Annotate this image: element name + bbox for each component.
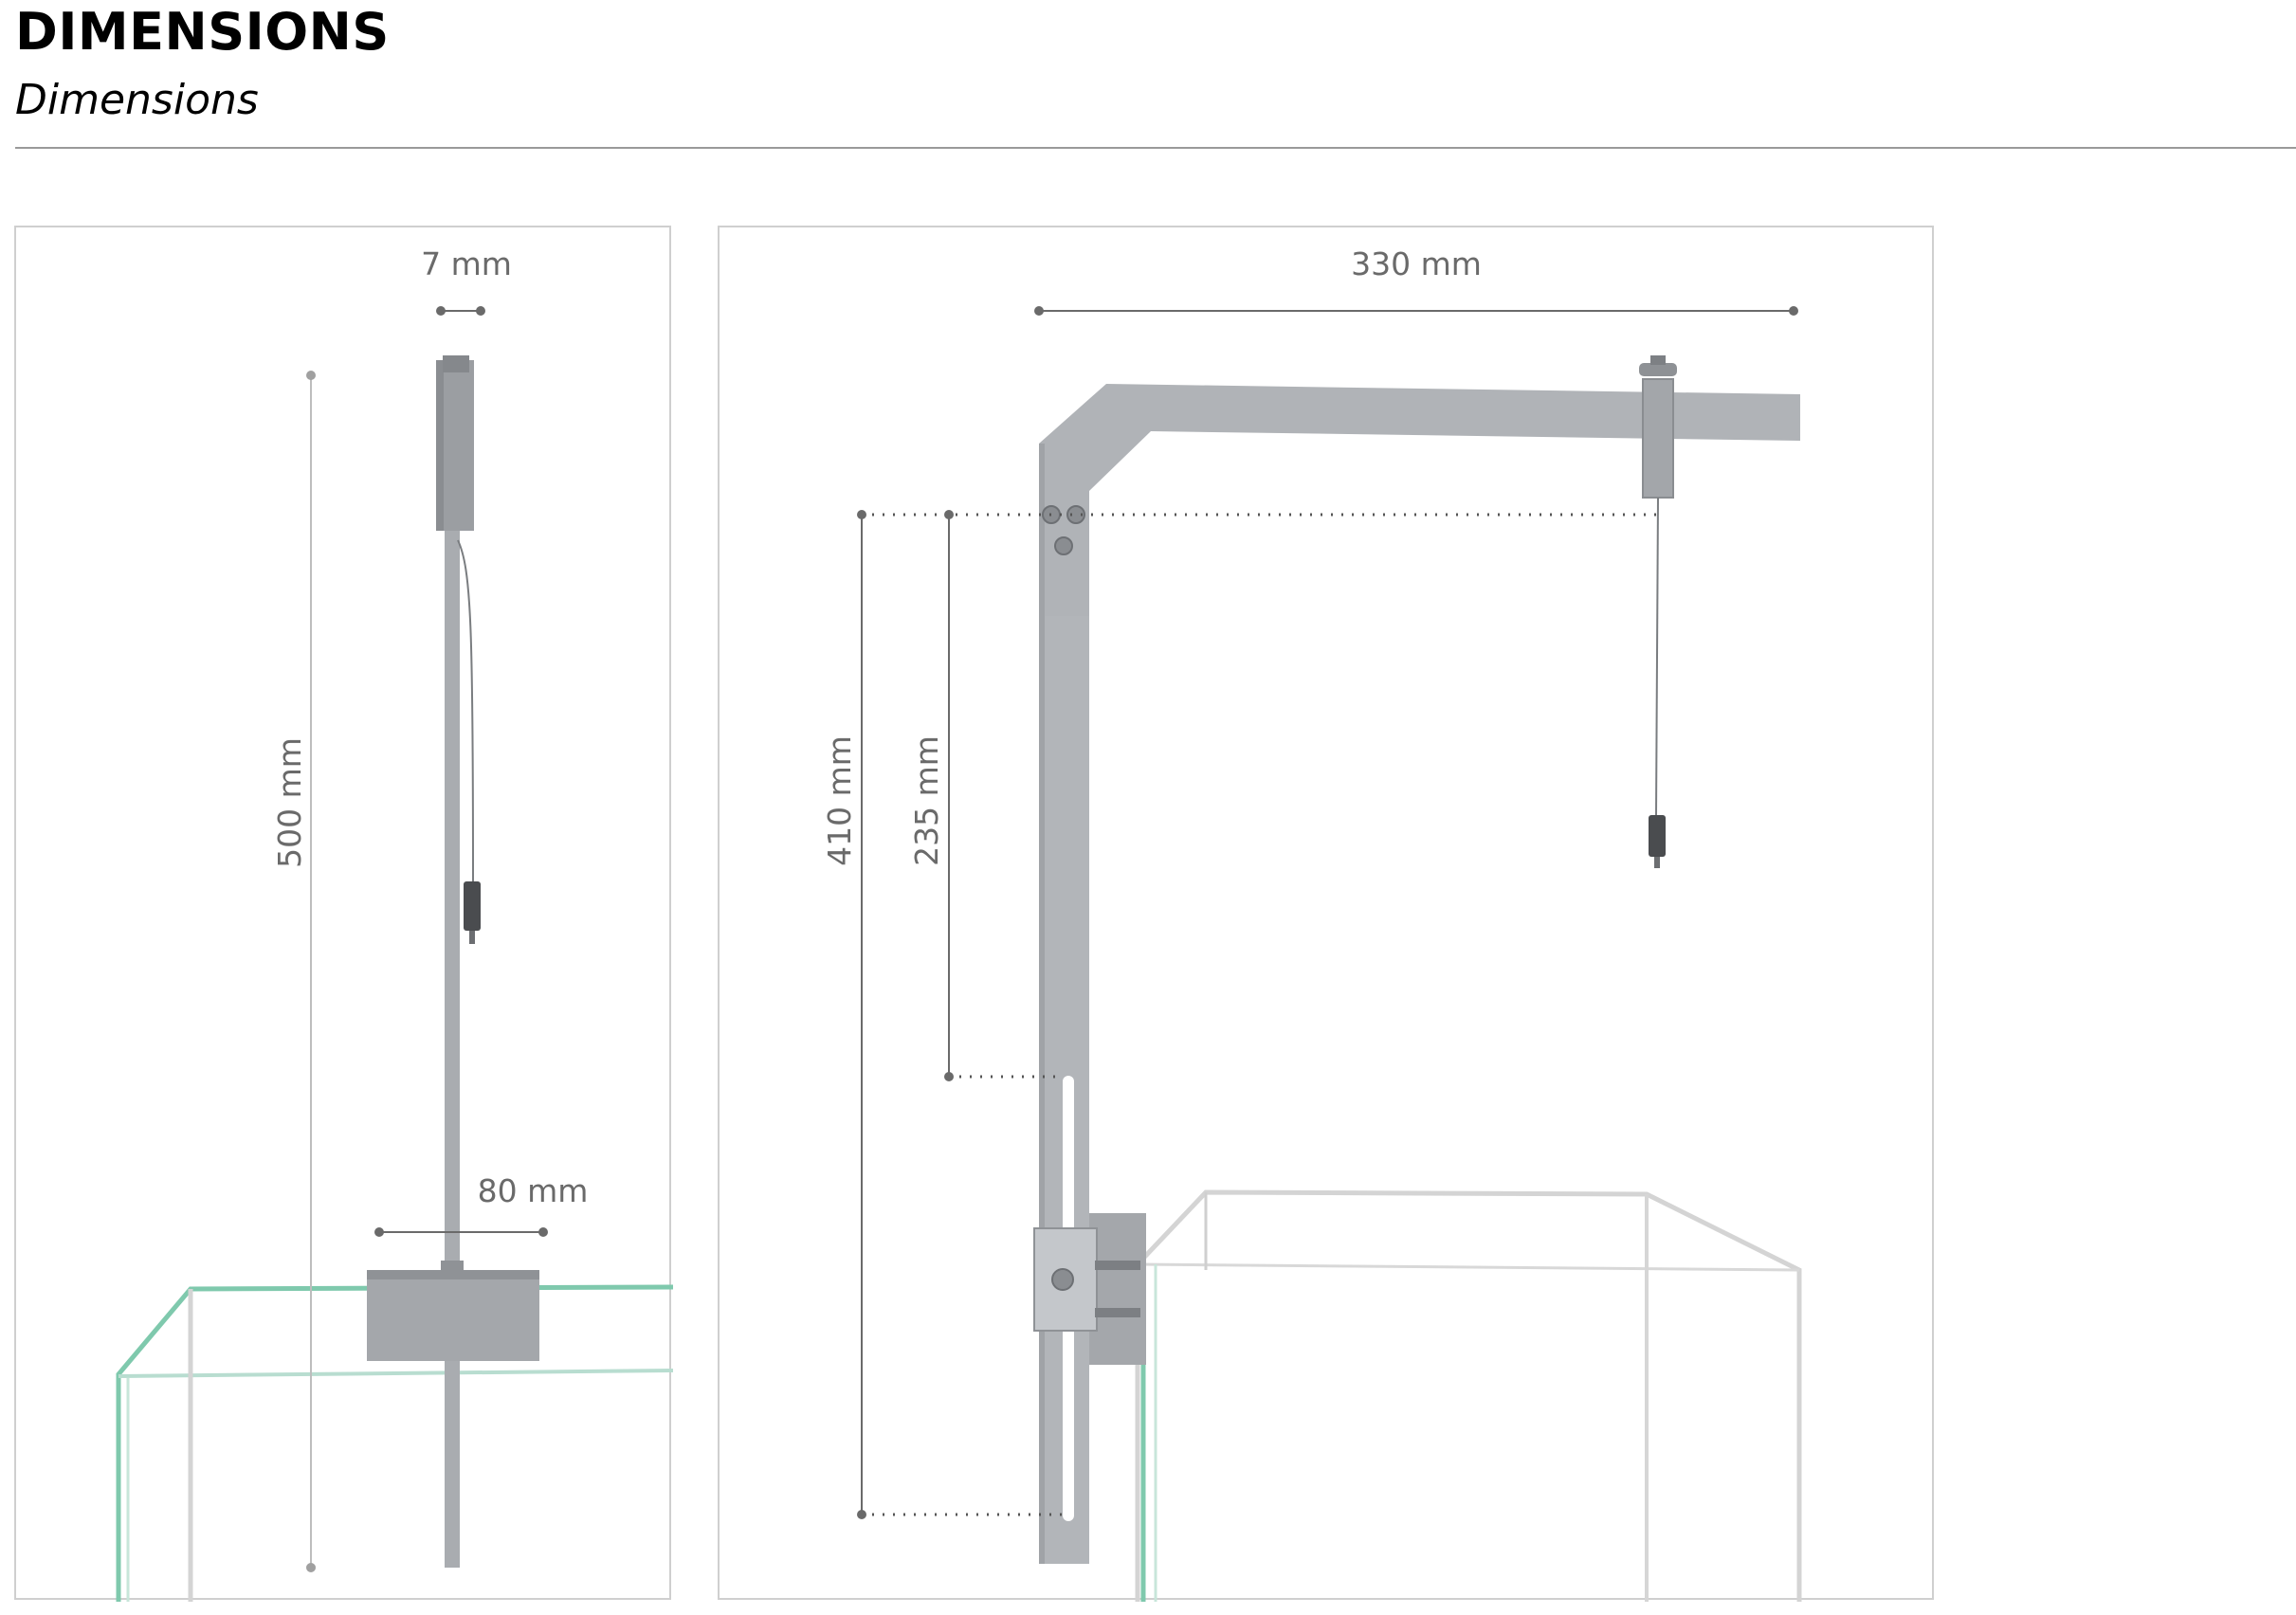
screw (1066, 505, 1085, 524)
dim-235mm-label: 235 mm (908, 735, 945, 866)
clamp-block (367, 1261, 539, 1361)
l-arm (1039, 384, 1800, 1564)
vertical-bar (445, 531, 460, 1568)
dim-330mm-label: 330 mm (1351, 245, 1482, 282)
cable (1655, 497, 1659, 816)
cable-weight (1649, 815, 1666, 868)
dim-330mm: 330 mm (1034, 245, 1798, 316)
front-view-drawing: 330 mm 410 mm 235 mm (821, 245, 1802, 1602)
side-view-drawing: 7 mm 500 mm 80 mm (116, 245, 673, 1602)
dim-500mm-label: 500 mm (271, 737, 308, 868)
page-title: DIMENSIONS (15, 2, 390, 62)
dim-500mm: 500 mm (271, 371, 316, 1572)
dim-7mm-label: 7 mm (421, 245, 512, 282)
aquarium-glass (1135, 1189, 1802, 1602)
dim-410mm: 410 mm (821, 510, 866, 1519)
dim-80mm: 80 mm (374, 1172, 588, 1237)
screw (1054, 536, 1073, 555)
reference-lines (862, 513, 1658, 1516)
dim-410mm-label: 410 mm (821, 735, 858, 866)
dim-235mm: 235 mm (908, 510, 954, 1081)
front-view-panel: 330 mm 410 mm 235 mm (718, 226, 1934, 1602)
page-subtitle: Dimensions (15, 76, 259, 124)
header-divider (15, 147, 2296, 149)
cable-weight (464, 881, 481, 944)
tank-clamp (1033, 1213, 1146, 1365)
hanger-block (1639, 355, 1677, 499)
cable (457, 539, 474, 882)
dim-80mm-label: 80 mm (478, 1172, 589, 1209)
side-view-panel: 7 mm 500 mm 80 mm (14, 226, 673, 1602)
dim-7mm: 7 mm (421, 245, 512, 316)
top-block (436, 355, 474, 531)
